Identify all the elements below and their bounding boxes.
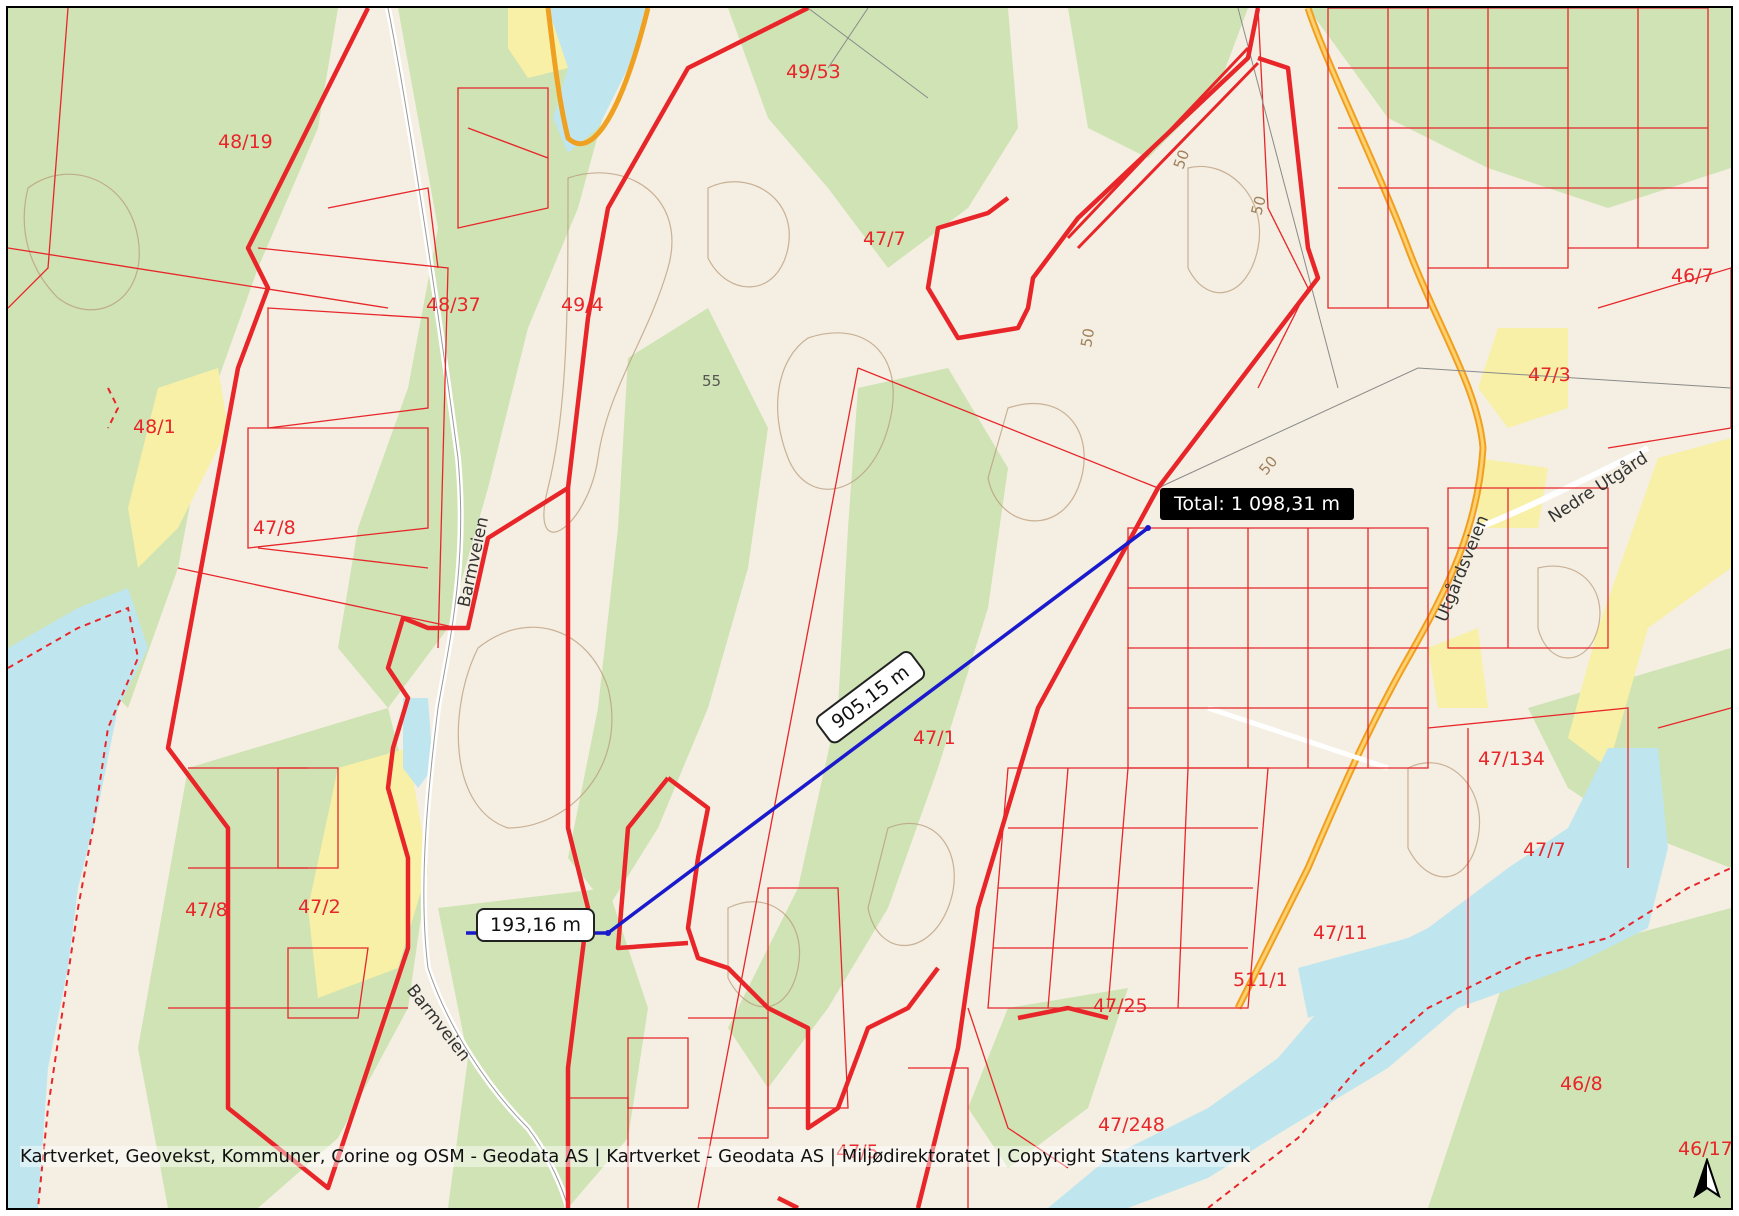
roads <box>385 8 1650 1208</box>
parcel-label-47-11: 47/11 <box>1313 922 1368 944</box>
height-point-label: 55 <box>702 372 721 390</box>
map-canvas[interactable]: 49/53 48/19 47/7 46/7 48/37 49/4 47/3 48… <box>8 8 1731 1208</box>
field-areas <box>128 8 1731 998</box>
parcel-label-48-37: 48/37 <box>426 294 481 316</box>
parcel-label-47-7-east: 47/7 <box>1523 839 1566 861</box>
parcel-label-47-8: 47/8 <box>253 517 296 539</box>
contour-label: 50 <box>1247 194 1269 217</box>
parcel-label-47-1: 47/1 <box>913 727 956 749</box>
parcel-label-47-25: 47/25 <box>1093 995 1148 1017</box>
contour-label: 50 <box>1170 147 1193 171</box>
parcel-label-47-5: 47/5 <box>836 1141 879 1163</box>
contour-lines <box>23 165 1601 1008</box>
parcel-label-49-53: 49/53 <box>786 61 841 83</box>
contour-label: 50 <box>1077 327 1098 349</box>
parcel-label-48-19: 48/19 <box>218 131 273 153</box>
measurement-segment-1-label: 193,16 m <box>476 908 596 942</box>
parcel-label-46-8: 46/8 <box>1560 1073 1603 1095</box>
gray-boundaries <box>807 8 1731 489</box>
parcel-labels: 49/53 48/19 47/7 46/7 48/37 49/4 47/3 48… <box>133 61 1731 1163</box>
map-frame[interactable]: 49/53 48/19 47/7 46/7 48/37 49/4 47/3 48… <box>6 6 1733 1210</box>
parcel-label-46-7: 46/7 <box>1671 265 1714 287</box>
dashed-boundaries <box>8 387 1731 1208</box>
measurement-total-label: Total: 1 098,31 m <box>1160 488 1354 520</box>
parcel-lines <box>8 8 1731 1208</box>
thin-property-boundary <box>1066 46 1260 250</box>
parcel-label-48-1: 48/1 <box>133 416 176 438</box>
parcel-label-47-248: 47/248 <box>1098 1114 1165 1136</box>
parcel-label-47-7: 47/7 <box>863 228 906 250</box>
parcel-label-47-3: 47/3 <box>1528 364 1571 386</box>
parcel-label-49-4: 49/4 <box>561 294 604 316</box>
north-arrow-icon <box>1693 1158 1721 1198</box>
parcel-label-47-2: 47/2 <box>298 896 341 918</box>
parcel-label-511-1: 511/1 <box>1233 969 1288 991</box>
parcel-label-46-17: 46/17 <box>1678 1138 1731 1160</box>
parcel-label-47-8-west: 47/8 <box>185 899 228 921</box>
parcel-label-47-134: 47/134 <box>1478 748 1545 770</box>
water-areas <box>8 8 1668 1208</box>
map-attribution: Kartverket, Geovekst, Kommuner, Corine o… <box>20 1146 1251 1167</box>
